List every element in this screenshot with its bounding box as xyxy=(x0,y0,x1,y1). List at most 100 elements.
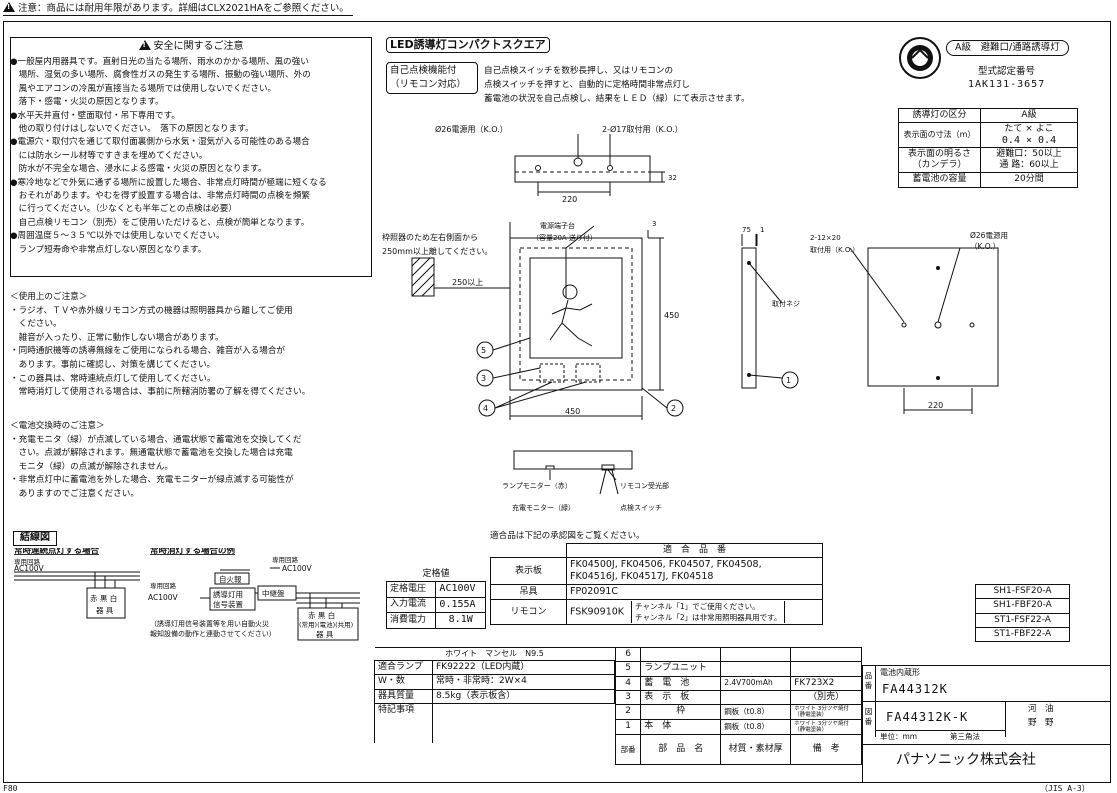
wiring-supply2: 専用回路 xyxy=(150,581,177,590)
drawing-wall-note2: 250mm以上離してください。 xyxy=(382,246,492,256)
balloon-5: 5 xyxy=(481,346,486,355)
safety-title: 安全に関するご注意 xyxy=(10,40,372,54)
safety-line: 自己点検リモコン（別売）をご使用いただけると、点検が簡単となります。 xyxy=(10,217,310,228)
balloon-2: 2 xyxy=(671,404,676,413)
drawing-dim220a: 220 xyxy=(562,195,577,204)
back-view-drawing: 220 xyxy=(849,247,999,414)
technical-drawing: Ø26電源用（K.O.） 2-Ø17取付用（K.O.） 220 32 枠照器のた… xyxy=(382,124,859,512)
wiring-case1: 常時連続点灯する場合 xyxy=(14,548,100,556)
wiring-case2: 常時消灯する場合の例 xyxy=(150,548,236,556)
wiring-fire-alarm: 自火報 xyxy=(219,574,242,584)
drawing-hole1: Ø26電源用（K.O.） xyxy=(435,124,508,134)
safety-line: に行ってください。（少なくとも半年ごとの点検は必要） xyxy=(10,204,237,215)
certification-mark-icon xyxy=(899,37,941,79)
bottom-left-code: F80 xyxy=(3,784,18,793)
drawing-terminal2: （容量20A 送り付） xyxy=(532,233,597,242)
zu-label: 図番 xyxy=(862,701,876,737)
product-number: FA44312K xyxy=(882,682,948,696)
cert-badge: A級 避難口/通路誘導灯 xyxy=(946,40,1069,56)
title-block xyxy=(862,665,1111,783)
drawing-terminal1: 電源端子台 xyxy=(540,221,575,230)
battery-line: モニタ（緑）の点滅が解除されません。 xyxy=(10,461,174,472)
battery-line: ・非常点灯中に蓄電池を外した場合、充電モニターが緑点滅する可能性が xyxy=(10,475,294,486)
safety-line: 他の取り付けはしないでください。 落下の原因となります。 xyxy=(10,124,254,135)
usage-line: ・この器具は、常時連続点灯して使用してください。 xyxy=(10,373,216,384)
usage-line: ・ラジオ、ＴＶや赤外線リモコン方式の機器は照明器具から離してご使用 xyxy=(10,305,293,316)
type-number: 1AK131-3657 xyxy=(968,79,1046,90)
drawing-dim450h: 450 xyxy=(565,407,580,416)
warning-icon xyxy=(3,2,15,12)
product-desc-line: 自己点検スイッチを数秒長押し、又はリモコンの xyxy=(484,66,674,76)
model-2: SH1-FBF20-A xyxy=(975,598,1070,614)
drawing-dim250: 250以上 xyxy=(452,278,483,287)
safety-box xyxy=(10,37,372,277)
drawing-hole3: Ø26電源用 （K.O.） xyxy=(970,231,1008,251)
usage-line: 常時消灯して使用される場合は、事前に所轄消防署の了解を得てください。 xyxy=(10,387,311,398)
drawing-dim1: 1 xyxy=(760,226,764,234)
wiring-ac1: AC100V xyxy=(14,564,45,573)
label-remote-receiver: リモコン受光部 xyxy=(620,481,669,490)
drawing-slot1: 2-12×20 xyxy=(810,234,841,242)
wiring-ac3: AC100V xyxy=(282,564,313,573)
drawing-dim32: 32 xyxy=(668,174,677,182)
wiring-note2: 報知設備の動作と連動させてください） xyxy=(150,629,276,638)
usage-line: ・同時通訳機等の誘導無線をご使用になられる場合、雑音が入る場合が xyxy=(10,346,286,357)
balloon-3: 3 xyxy=(481,374,486,383)
label-lamp-monitor: ランプモニター（赤） xyxy=(502,481,572,490)
battery-line: さい。点滅が解除されます。無通電状態で蓄電池を交換した場合は充電 xyxy=(10,448,293,459)
wiring-diagram: 常時連続点灯する場合 常時消灯する場合の例 専用回路 AC100V 赤 黒 白 … xyxy=(14,548,360,641)
wiring-signal2: 信号装置 xyxy=(213,599,243,609)
wiring-fixture2c: 器 具 xyxy=(316,630,334,639)
usage-notes: ＜使用上のご注意＞ ・ラジオ、ＴＶや赤外線リモコン方式の機器は照明器具から離してご… xyxy=(10,291,390,400)
wiring-fixture1b: 器 具 xyxy=(96,606,114,615)
drawing-dim450v: 450 xyxy=(664,311,679,320)
model-4: ST1-FBF22-A xyxy=(975,626,1070,643)
wiring-ac2: AC100V xyxy=(148,593,179,602)
wiring-fixture2: 赤 黒 白 xyxy=(308,610,335,620)
drawing-slot2: 取付用（K.O.） xyxy=(810,245,859,254)
usage-title: ＜使用上のご注意＞ xyxy=(10,292,88,302)
safety-lines: ●一般屋内用器具です。直射日光の当たる場所、雨水のかかる場所、風の強い 場所、湿… xyxy=(10,56,372,257)
product-name: LED誘導灯コンパクトスクエア xyxy=(386,37,550,53)
compat-intro: 適合品は下記の承認図をご覧ください。 xyxy=(490,531,645,541)
self-check-label: 自己点検機能付 （リモコン対応） xyxy=(386,62,478,94)
battery-line: ありますのでご注意ください。 xyxy=(10,488,139,499)
safety-line: ランプ短寿命や非常点灯しない原因となります。 xyxy=(10,244,207,255)
drawing-dim3: 3 xyxy=(652,220,656,228)
label-check-switch: 点検スイッチ xyxy=(620,503,662,512)
safety-line: 場所、湿気の多い場所、腐食性ガスの発生する場所、振動の強い場所、外の xyxy=(10,70,311,81)
model-3: ST1-FSF22-A xyxy=(975,612,1070,628)
usage-line: 雑音が入ったり、正常に動作しない場合があります。 xyxy=(10,332,224,343)
safety-line: ●周囲温度５～３５℃以外では使用しないでください。 xyxy=(10,231,225,242)
safety-line: 風やエアコンの冷風が直接当たる場所では使用しないでください。 xyxy=(10,83,277,94)
battery-title: ＜電池交換時のご注意＞ xyxy=(10,421,105,431)
wiring-fixture1: 赤 黒 白 xyxy=(90,593,117,603)
product-desc-line: 蓄電池の状況を自己点検し、結果をＬＥＤ（緑）にて表示させます。 xyxy=(484,94,750,104)
wiring-fixture2b: (常用)(電池)(共用) xyxy=(299,620,353,629)
model-1: SH1-FSF20-A xyxy=(975,583,1070,600)
usage-line: ください。 xyxy=(10,319,62,330)
angle-label: 第三角法 xyxy=(950,732,980,741)
label-charge-monitor: 充電モニター（緑） xyxy=(512,503,575,512)
drawing-number: FA44312K-K xyxy=(886,710,969,724)
balloon-4: 4 xyxy=(483,404,488,413)
product-desc-line: 点検スイッチを押すと、自動的に定格時間非常点灯し xyxy=(484,80,690,90)
safety-line: 落下・感電・火災の原因となります。 xyxy=(10,97,164,108)
top-notice: 注意：商品には耐用年限があります。詳細はCLX2021HAをご参照ください。 xyxy=(3,2,353,16)
safety-line: ●電源穴・取付穴を通じて取付面裏側から水気・湿気が入る可能性のある場合 xyxy=(10,137,310,148)
warning-icon xyxy=(138,40,151,50)
company-name: パナソニック株式会社 xyxy=(896,752,1036,768)
usage-line: あります。事前に確認し、対策を講じてください。 xyxy=(10,359,216,370)
wiring-supply3: 専用回路 xyxy=(272,555,299,564)
model-list: SH1-FSF20-A SH1-FBF20-A ST1-FSF22-A ST1-… xyxy=(975,583,1070,643)
wiring-note: （誘導灯用信号装置等を用い自動火災 xyxy=(150,619,269,628)
drawing-wall-note1: 枠照器のため左右側面から xyxy=(382,232,478,242)
drawing-frame xyxy=(3,21,1111,783)
wiring-title: 結線図 xyxy=(13,531,57,546)
safety-line: 防水が不完全な場合、浸水による感電・火災の原因となります。 xyxy=(10,164,267,175)
sign-1: 河 油 xyxy=(1028,704,1054,714)
